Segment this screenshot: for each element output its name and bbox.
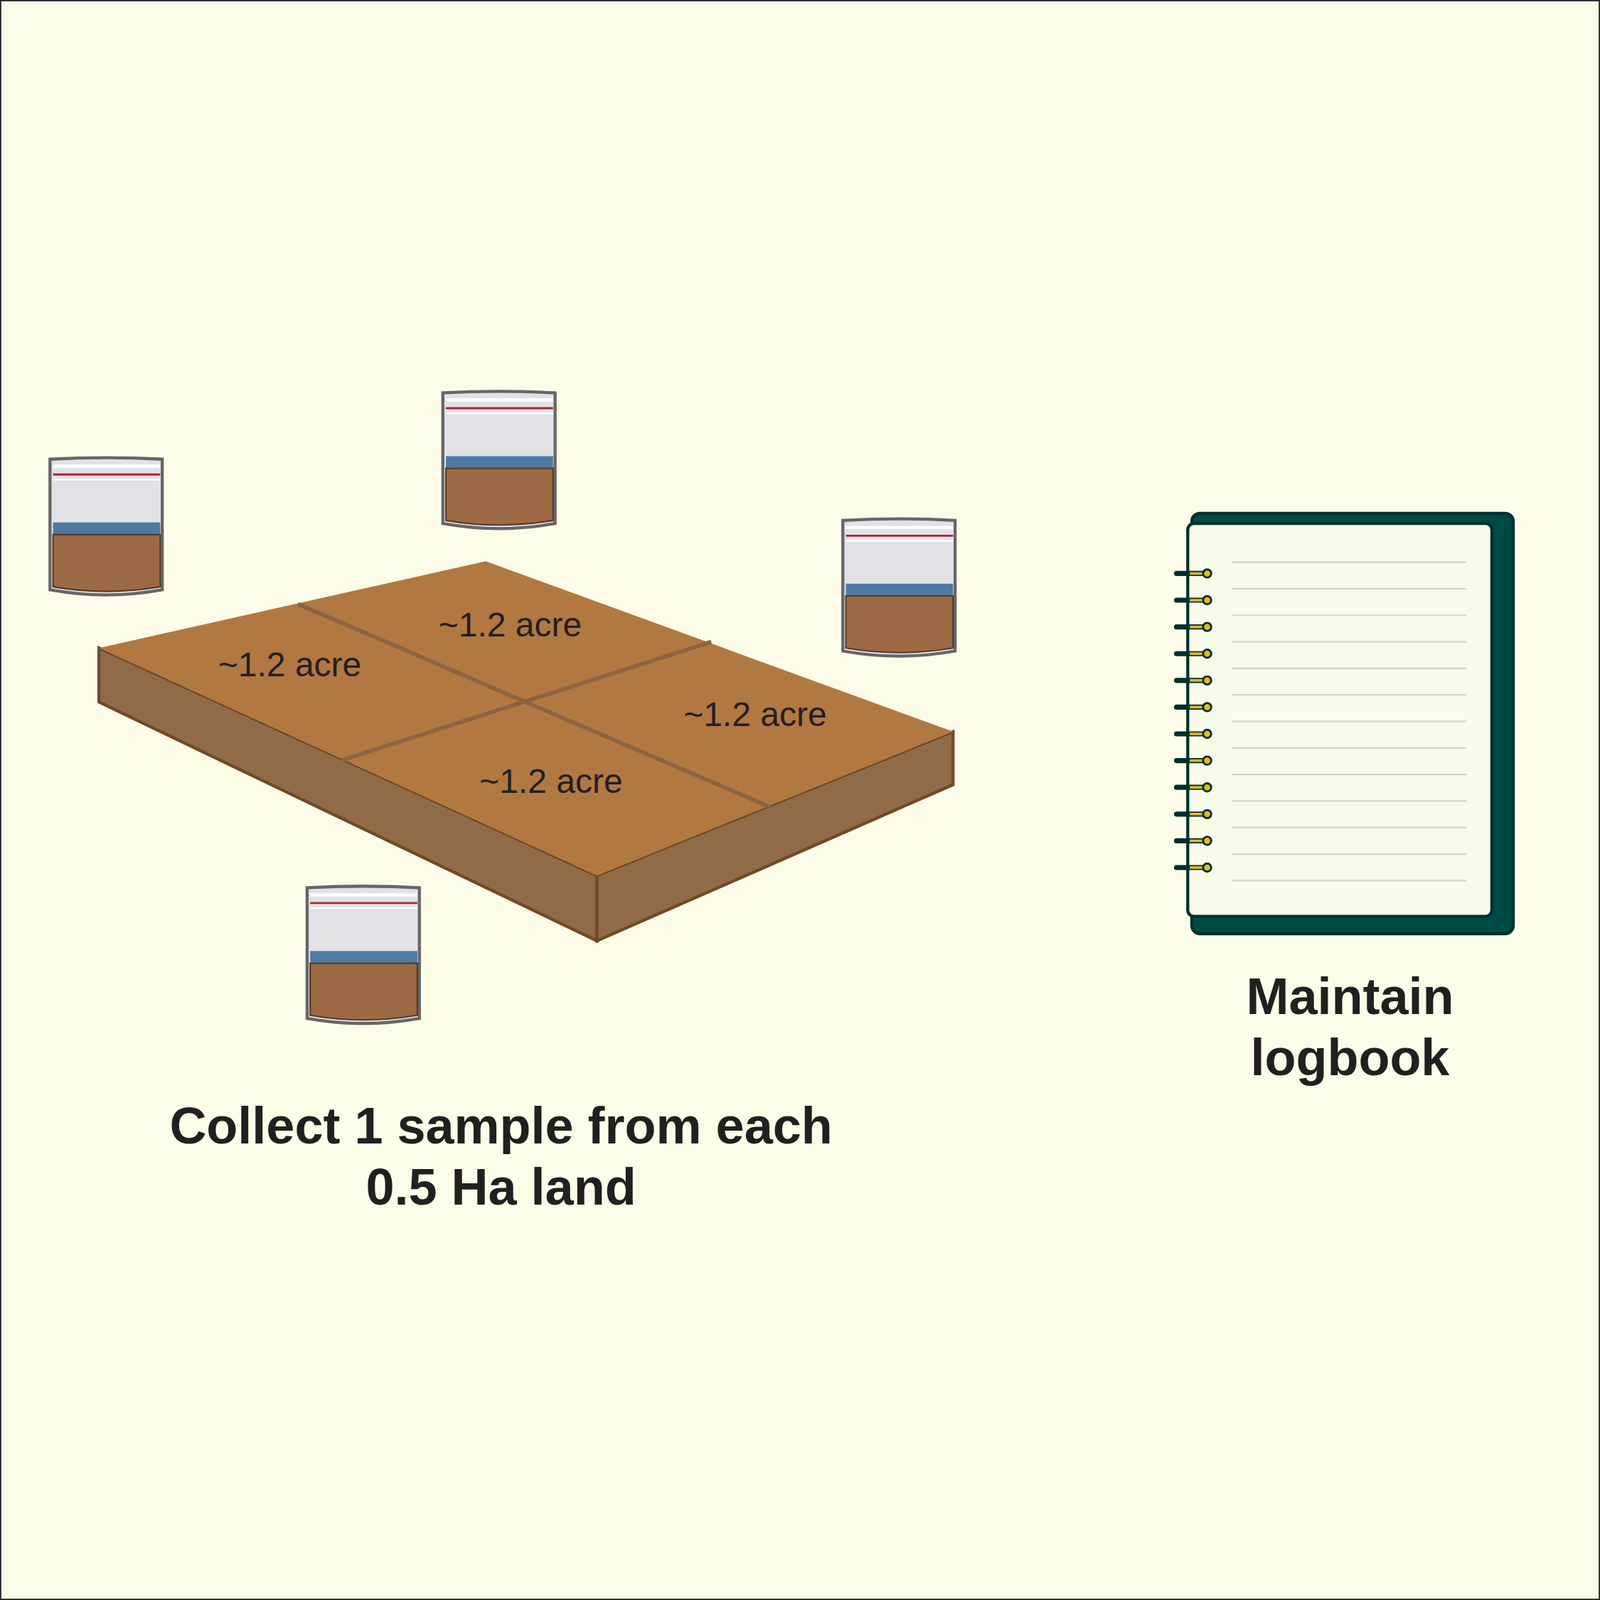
page-line bbox=[1231, 879, 1467, 882]
page-line bbox=[1231, 667, 1467, 670]
spiral-hole bbox=[1203, 649, 1212, 658]
spiral-ring bbox=[1189, 706, 1204, 709]
spiral-hole bbox=[1203, 782, 1212, 791]
spiral-hole bbox=[1203, 729, 1212, 738]
spiral-hole bbox=[1203, 756, 1212, 765]
spiral-ring bbox=[1189, 866, 1204, 869]
spiral-hole bbox=[1203, 595, 1212, 604]
page-line bbox=[1231, 694, 1467, 696]
spiral-hole bbox=[1203, 836, 1212, 845]
spiral-ring bbox=[1189, 759, 1204, 763]
page-line bbox=[1231, 800, 1467, 802]
spiral-ring bbox=[1189, 812, 1204, 816]
spiral-ring bbox=[1189, 572, 1204, 576]
spiral-ring bbox=[1189, 652, 1204, 655]
area-label: ~1.2 acre bbox=[479, 760, 623, 800]
spiral-ring bbox=[1189, 679, 1204, 682]
page-line bbox=[1231, 641, 1467, 643]
spiral-hole bbox=[1203, 676, 1212, 685]
spiral-ring bbox=[1189, 625, 1204, 629]
spiral-hole bbox=[1203, 809, 1212, 818]
spiral-ring bbox=[1189, 598, 1204, 602]
page-line bbox=[1231, 747, 1467, 749]
page-line bbox=[1231, 720, 1467, 722]
spiral-hole bbox=[1203, 622, 1212, 631]
page-line bbox=[1231, 614, 1467, 616]
page-line bbox=[1231, 773, 1467, 776]
spiral-hole bbox=[1203, 863, 1212, 872]
caption-text: Collect 1 sample from each 0.5 Ha land bbox=[145, 1094, 857, 1218]
page-line bbox=[1231, 853, 1467, 855]
spiral-ring bbox=[1189, 839, 1204, 843]
page-line bbox=[1231, 588, 1467, 590]
area-label: ~1.2 acre bbox=[438, 605, 582, 645]
page-line bbox=[1231, 827, 1467, 829]
caption-text: Maintain logbook bbox=[1164, 964, 1535, 1088]
area-label: ~1.2 acre bbox=[218, 644, 362, 685]
area-label: ~1.2 acre bbox=[683, 694, 827, 734]
spiral-hole bbox=[1203, 703, 1212, 712]
spiral-ring bbox=[1189, 732, 1204, 736]
spiral-hole bbox=[1203, 569, 1212, 578]
page-line bbox=[1231, 561, 1467, 564]
spiral-ring bbox=[1189, 785, 1204, 789]
